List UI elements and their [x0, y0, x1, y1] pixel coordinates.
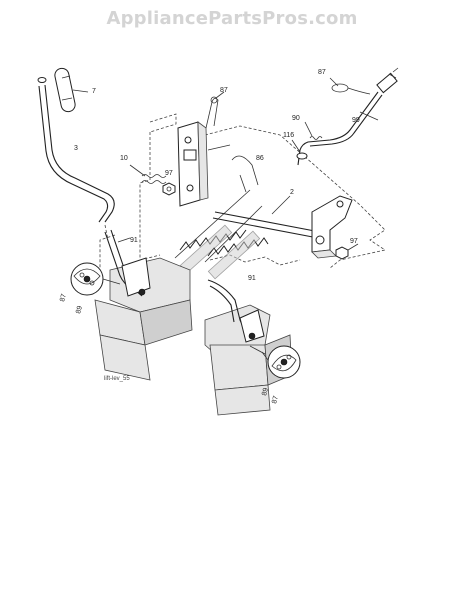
spring-washer — [304, 121, 323, 140]
adjustment-rod — [297, 67, 399, 166]
left-detail-inset — [70, 262, 121, 296]
callout-7: 7 — [92, 88, 96, 95]
site-watermark: AppliancePartsPros.com — [106, 8, 358, 29]
callout-90: 90 — [292, 115, 300, 122]
left-lift-link — [104, 229, 151, 297]
cross-shaft — [212, 195, 321, 239]
callout-87-top: 87 — [220, 87, 228, 94]
callout-116: 116 — [283, 132, 294, 139]
callout-91-left: 91 — [130, 237, 138, 244]
callout-87-left: 87 — [59, 293, 68, 302]
cotter-pin-top — [205, 91, 225, 129]
callout-99: 99 — [352, 117, 360, 124]
callout-3: 3 — [74, 145, 78, 152]
hex-nut-left — [162, 182, 176, 196]
lift-springs — [174, 155, 269, 280]
callout-91-right: 91 — [248, 275, 256, 282]
callout-97-right: 97 — [350, 238, 358, 245]
small-spring — [129, 164, 167, 184]
mounting-bracket — [177, 121, 231, 207]
callout-86: 86 — [256, 155, 264, 162]
right-lift-link — [207, 279, 266, 355]
callout-89-right: 89 — [261, 387, 270, 396]
flat-washer — [291, 139, 308, 160]
lift-handle — [37, 77, 115, 241]
cotter-pin-right — [329, 77, 371, 95]
callout-labels: 7 3 10 97 87 86 2 87 90 99 116 97 91 87 … — [59, 69, 360, 405]
right-lift-arm — [311, 195, 353, 259]
callout-87-right: 87 — [318, 69, 326, 76]
drawing-code: lift-lev_55 — [104, 376, 130, 382]
callout-2: 2 — [290, 189, 294, 196]
callout-10: 10 — [120, 155, 128, 162]
callout-89-left: 89 — [75, 305, 84, 314]
callout-97-left: 97 — [165, 170, 173, 177]
hex-nut-right — [335, 243, 359, 260]
right-detail-inset — [261, 345, 301, 379]
handle-grip — [54, 67, 89, 113]
callout-87-bottom: 87 — [271, 395, 280, 404]
